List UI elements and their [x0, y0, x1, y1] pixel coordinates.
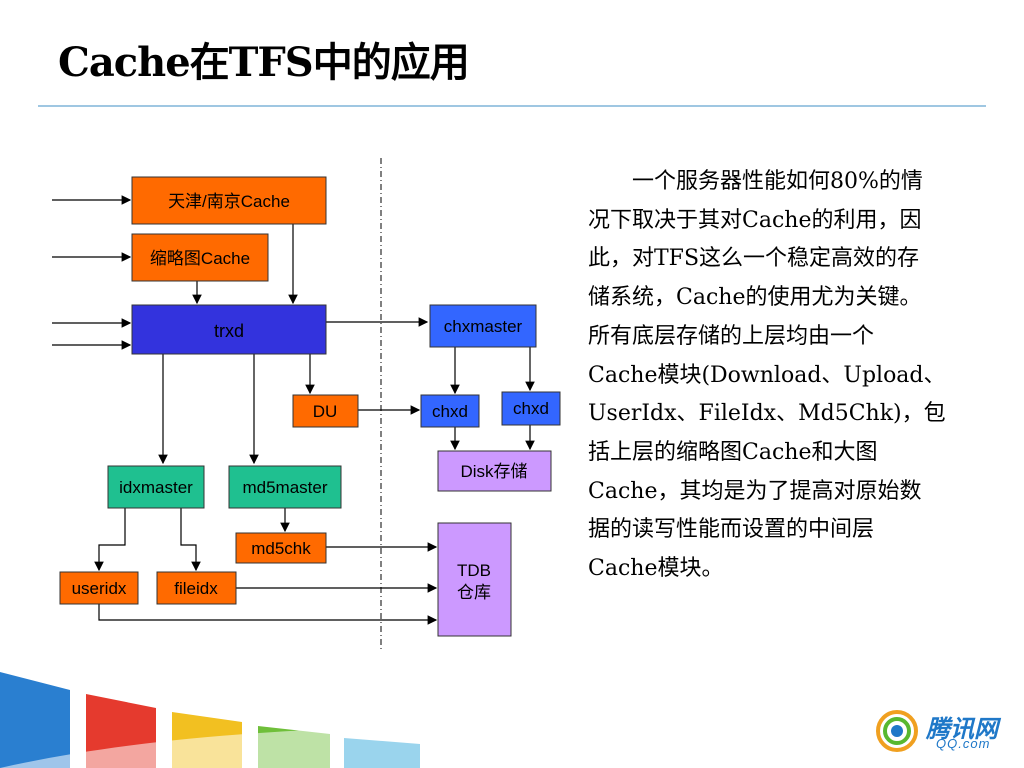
qq-logo-icon	[876, 710, 918, 752]
label-tdb-2: 仓库	[457, 583, 491, 602]
title-divider	[38, 105, 986, 107]
body-line: 此，对TFS这么一个稳定高效的存	[588, 246, 920, 272]
node-tianjin-cache	[131, 176, 327, 225]
body-line: Cache，其均是为了提高对原始数	[588, 478, 922, 504]
node-md5master	[228, 465, 342, 509]
node-thumb-cache	[131, 233, 269, 282]
logo-text: 腾讯网	[926, 716, 998, 743]
label-fileidx: fileidx	[174, 579, 218, 598]
label-useridx: useridx	[72, 579, 127, 598]
node-md5chk	[235, 532, 327, 564]
arrow-idxmaster-fileidx	[180, 508, 201, 572]
body-line: 括上层的缩略图Cache和大图	[588, 439, 878, 465]
label-disk: Disk存储	[460, 462, 527, 481]
label-tianjin-cache: 天津/南京Cache	[168, 192, 290, 211]
node-chxmaster	[429, 304, 537, 348]
node-chxd-2	[501, 391, 561, 426]
label-chxd-2: chxd	[513, 399, 549, 418]
node-disk	[437, 450, 552, 492]
body-line: Cache模块。	[588, 556, 724, 582]
arrow-idxmaster-useridx	[94, 508, 126, 572]
label-idxmaster: idxmaster	[119, 478, 193, 497]
label-md5chk: md5chk	[251, 539, 311, 558]
body-line: 一个服务器性能如何80%的情	[588, 169, 923, 194]
arrow-useridx-tdb	[98, 604, 438, 625]
band-overlay	[0, 700, 1024, 768]
body-paragraph: 一个服务器性能如何80%的情 况下取决于其对Cache的利用，因 此，对TFS这…	[588, 163, 980, 589]
band-blue	[0, 672, 70, 768]
label-chxmaster: chxmaster	[444, 317, 523, 336]
label-trxd: trxd	[214, 321, 244, 341]
body-line: Cache模块(Download、Upload、	[588, 362, 946, 388]
label-chxd-1: chxd	[432, 402, 468, 421]
node-du	[292, 394, 359, 428]
body-line: 况下取决于其对Cache的利用，因	[588, 207, 922, 233]
label-du: DU	[313, 402, 338, 421]
label-md5master: md5master	[242, 478, 327, 497]
body-line: UserIdx、FileIdx、Md5Chk)，包	[588, 401, 946, 427]
node-chxd-1	[420, 394, 480, 428]
logo-subtext: QQ.com	[936, 736, 991, 751]
page-title: Cache在TFS中的应用	[58, 39, 470, 86]
label-tdb-1: TDB	[457, 561, 491, 580]
node-tdb	[437, 522, 512, 637]
node-idxmaster	[107, 465, 205, 509]
body-line: 据的读写性能而设置的中间层	[588, 517, 875, 543]
label-thumb-cache: 缩略图Cache	[150, 249, 250, 268]
node-useridx	[59, 571, 139, 605]
body-line: 所有底层存储的上层均由一个	[588, 323, 875, 349]
body-line: 储系统，Cache的使用尤为关键。	[588, 285, 922, 311]
node-trxd	[131, 304, 327, 355]
footer-color-band	[0, 672, 1024, 768]
node-fileidx	[156, 571, 237, 605]
